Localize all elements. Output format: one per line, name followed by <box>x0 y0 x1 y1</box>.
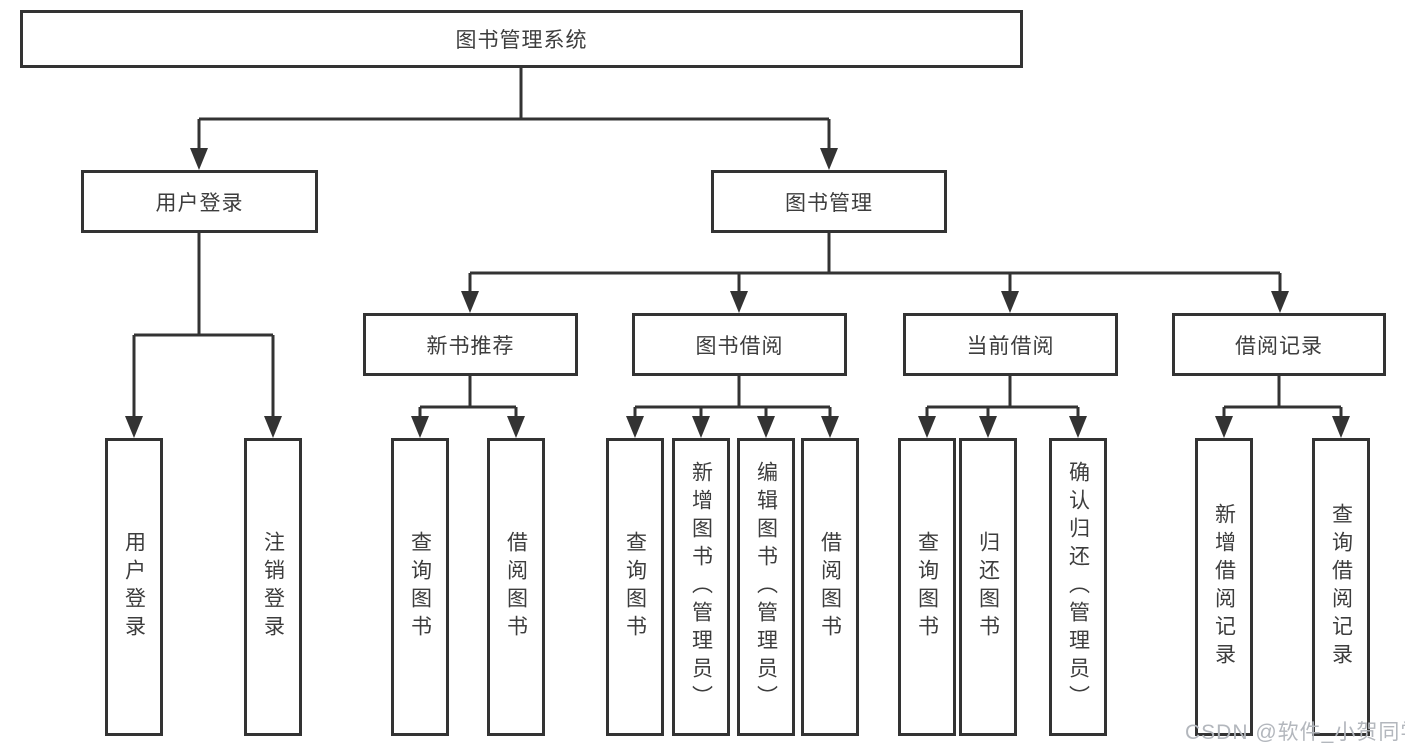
leaf-user-login-label: 用户登录 <box>122 531 146 643</box>
node-root-system: 图书管理系统 <box>20 10 1023 68</box>
node-book-management-label: 图书管理 <box>785 191 873 215</box>
leaf-confirm-return-admin-label: 确认归还（管理员） <box>1066 461 1090 713</box>
node-current-borrow-label: 当前借阅 <box>966 334 1055 358</box>
leaf-return-books: 归还图书 <box>959 438 1017 736</box>
node-book-borrow-label: 图书借阅 <box>695 334 784 358</box>
leaf-logout-label: 注销登录 <box>261 531 285 643</box>
connector-paths <box>132 68 1343 420</box>
leaf-query-borrow-record: 查询借阅记录 <box>1312 438 1370 736</box>
node-user-login: 用户登录 <box>81 170 318 233</box>
leaf-user-login: 用户登录 <box>105 438 163 736</box>
leaf-query-books-1: 查询图书 <box>391 438 449 736</box>
leaf-query-books-3-label: 查询图书 <box>915 531 939 643</box>
csdn-watermark: CSDN @软件_小贺同学 <box>1185 721 1405 744</box>
leaf-borrow-books-1-label: 借阅图书 <box>504 531 528 643</box>
arrowheads <box>125 148 1350 438</box>
leaf-add-borrow-record-label: 新增借阅记录 <box>1212 503 1236 671</box>
node-borrow-records-label: 借阅记录 <box>1235 334 1323 358</box>
leaf-add-books-admin-label: 新增图书（管理员） <box>689 461 713 713</box>
node-book-borrow: 图书借阅 <box>632 313 847 376</box>
leaf-query-books-1-label: 查询图书 <box>408 531 432 643</box>
node-borrow-records: 借阅记录 <box>1172 313 1386 376</box>
node-new-book-recommend-label: 新书推荐 <box>426 334 515 358</box>
leaf-borrow-books-2-label: 借阅图书 <box>818 531 842 643</box>
leaf-query-borrow-record-label: 查询借阅记录 <box>1329 503 1353 671</box>
node-book-management: 图书管理 <box>711 170 947 233</box>
leaf-add-books-admin: 新增图书（管理员） <box>672 438 730 736</box>
node-user-login-label: 用户登录 <box>155 191 244 215</box>
leaf-query-books-2-label: 查询图书 <box>623 531 647 643</box>
leaf-borrow-books-1: 借阅图书 <box>487 438 545 736</box>
leaf-borrow-books-2: 借阅图书 <box>801 438 859 736</box>
leaf-edit-books-admin-label: 编辑图书（管理员） <box>754 461 778 713</box>
node-root-label: 图书管理系统 <box>455 29 588 52</box>
leaf-return-books-label: 归还图书 <box>976 531 1000 643</box>
leaf-query-books-2: 查询图书 <box>606 438 664 736</box>
leaf-query-books-3: 查询图书 <box>898 438 956 736</box>
node-new-book-recommend: 新书推荐 <box>363 313 578 376</box>
leaf-add-borrow-record: 新增借阅记录 <box>1195 438 1253 736</box>
leaf-edit-books-admin: 编辑图书（管理员） <box>737 438 795 736</box>
leaf-confirm-return-admin: 确认归还（管理员） <box>1049 438 1107 736</box>
leaf-logout: 注销登录 <box>244 438 302 736</box>
node-current-borrow: 当前借阅 <box>903 313 1118 376</box>
